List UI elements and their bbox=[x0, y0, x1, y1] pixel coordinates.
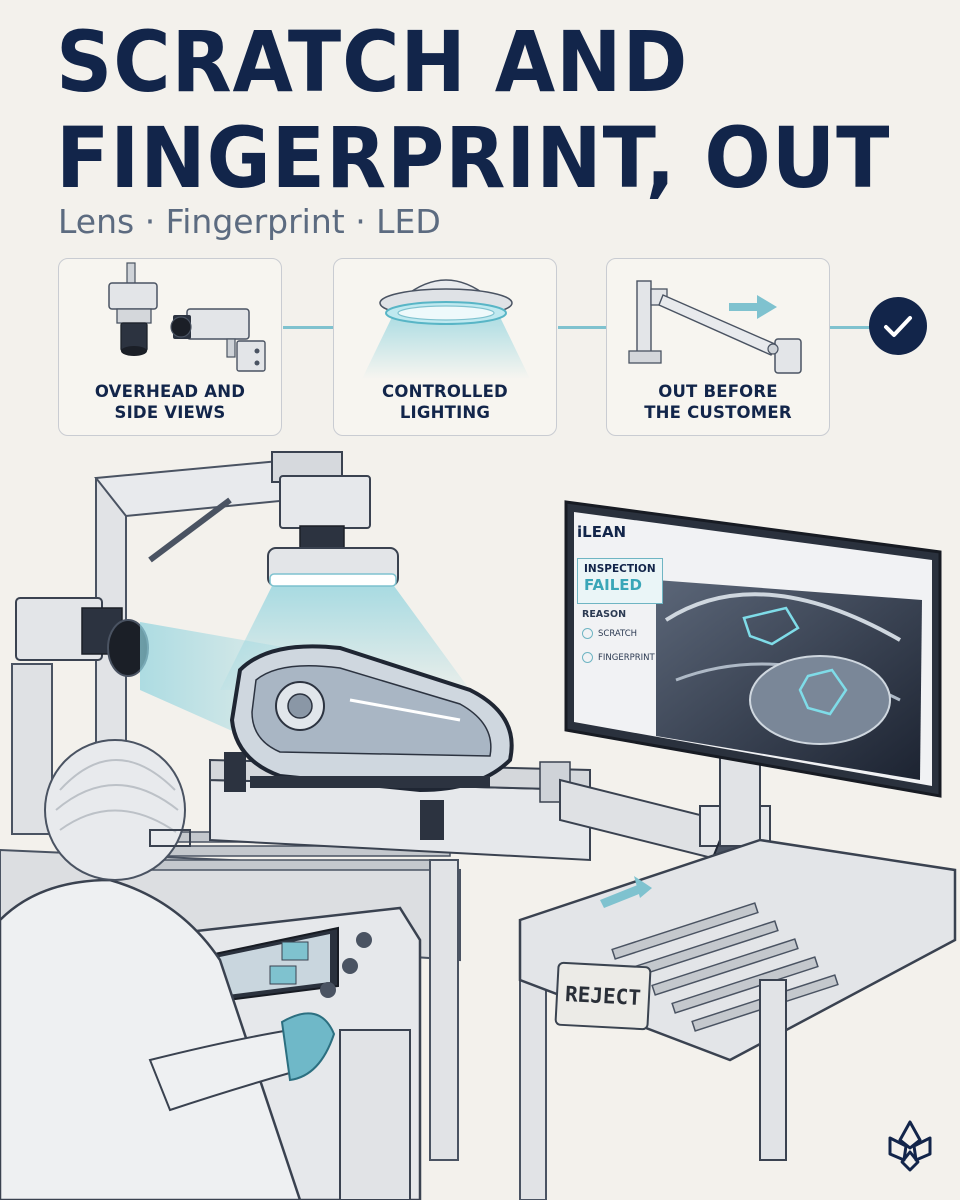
inspection-station-illustration bbox=[0, 451, 957, 1200]
reject-label: REJECT bbox=[564, 982, 642, 1010]
step-card-views: OVERHEAD AND SIDE VIEWS bbox=[58, 258, 282, 436]
radio-icon bbox=[582, 652, 593, 663]
connector-line-2 bbox=[558, 326, 606, 329]
subtitle: Lens · Fingerprint · LED bbox=[58, 202, 441, 241]
connector-line-3 bbox=[824, 326, 870, 329]
pusher-arm-icon bbox=[628, 280, 802, 374]
camera-icon bbox=[108, 262, 266, 372]
ring-light-icon bbox=[362, 279, 530, 379]
title-line-2: FINGERPRINT, OUT bbox=[56, 109, 891, 207]
page-title: SCRATCH AND FINGERPRINT, OUT bbox=[56, 14, 890, 206]
reason-title: REASON bbox=[582, 609, 627, 620]
flower-logo-icon bbox=[888, 1120, 932, 1172]
connector-line-1 bbox=[283, 326, 333, 329]
step-label-reject: OUT BEFORE THE CUSTOMER bbox=[644, 382, 792, 422]
reject-sign: REJECT bbox=[554, 961, 652, 1031]
check-circle-icon bbox=[869, 297, 927, 355]
inspection-title: INSPECTION bbox=[584, 563, 656, 575]
step-label-lighting: CONTROLLED LIGHTING bbox=[382, 382, 508, 422]
step-card-lighting: CONTROLLED LIGHTING bbox=[333, 258, 557, 436]
radio-icon bbox=[582, 628, 593, 639]
inspection-status-box: INSPECTION FAILED bbox=[577, 558, 663, 604]
title-line-1: SCRATCH AND bbox=[56, 13, 689, 111]
inspection-status: FAILED bbox=[584, 576, 642, 594]
monitor-brand: iLEAN bbox=[577, 523, 627, 541]
step-card-reject: OUT BEFORE THE CUSTOMER bbox=[606, 258, 830, 436]
step-label-views: OVERHEAD AND SIDE VIEWS bbox=[94, 382, 246, 422]
reason-item-scratch: SCRATCH bbox=[582, 628, 637, 639]
reason-item-fingerprint: FINGERPRINT bbox=[582, 652, 655, 663]
